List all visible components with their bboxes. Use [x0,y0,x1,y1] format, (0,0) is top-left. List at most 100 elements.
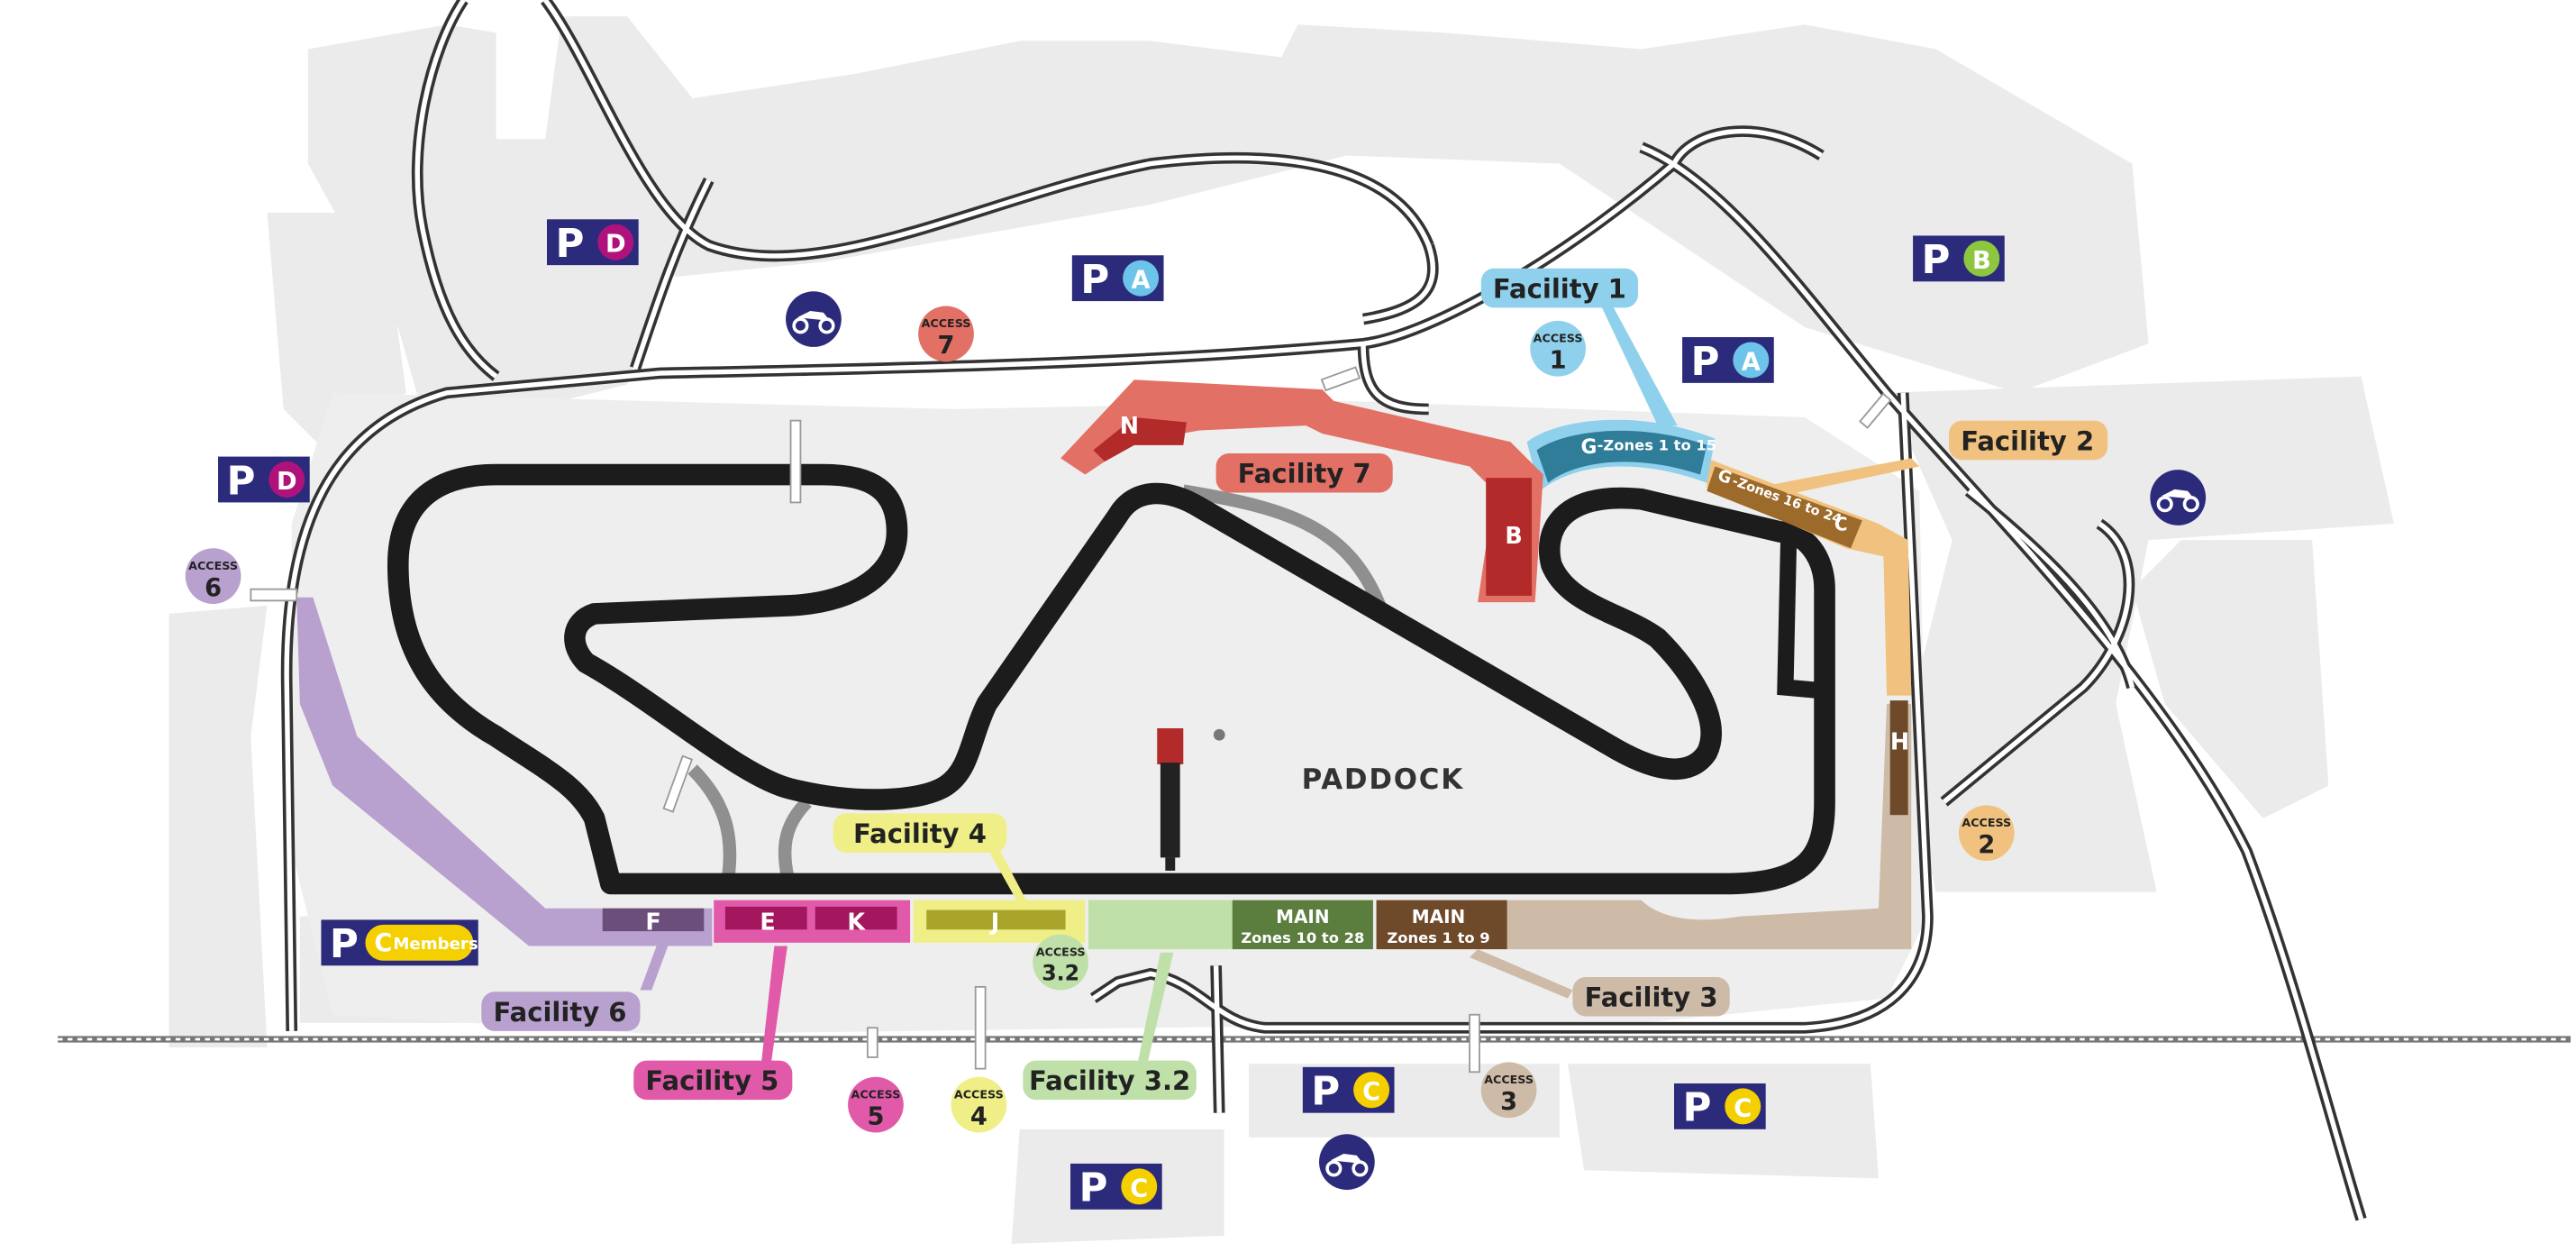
access-6[interactable]: ACCESS 6 [185,548,241,604]
svg-text:C: C [374,929,392,957]
svg-text:Facility 5: Facility 5 [645,1065,778,1096]
gate-markers [250,366,1892,1074]
stand-k: K [847,908,866,935]
stand-n: N [1120,412,1139,439]
facility-6-label[interactable]: Facility 6 [481,992,641,1031]
stand-j: J [989,908,999,935]
parking-d-1[interactable]: P D [546,219,639,267]
svg-text:P: P [1922,238,1951,283]
g-zones-1-sub: -Zones 1 to 15 [1597,436,1716,453]
stand-letters: F E K J N B H C [645,412,1909,935]
svg-text:ACCESS: ACCESS [1484,1073,1534,1086]
motorbike-icons [786,291,2207,1191]
svg-text:ACCESS: ACCESS [188,559,238,572]
svg-text:5: 5 [867,1102,884,1130]
svg-text:P: P [1311,1070,1340,1115]
access-7[interactable]: ACCESS 7 [918,306,974,362]
svg-text:A: A [1742,348,1761,376]
motorbike-parking-icon[interactable] [1318,1134,1375,1191]
parking-d-2[interactable]: P D [218,456,310,505]
svg-text:P: P [1080,258,1109,303]
svg-text:ACCESS: ACCESS [1962,816,2011,829]
svg-text:C: C [1362,1078,1380,1106]
facility-7-label[interactable]: Facility 7 [1215,452,1393,493]
svg-text:A: A [1132,267,1151,295]
svg-text:ACCESS: ACCESS [851,1087,901,1101]
main-stand-1-title: MAIN [1276,906,1329,928]
stand-c: C [1834,513,1848,535]
svg-text:P: P [555,222,584,267]
parking-c-members[interactable]: P C Members [321,919,478,967]
roads [280,0,2367,1221]
svg-text:3: 3 [1500,1088,1517,1116]
facility-4-label[interactable]: Facility 4 [833,813,1007,853]
track-chicane [1777,539,1823,699]
svg-text:Facility 3: Facility 3 [1585,982,1718,1013]
svg-text:P: P [1691,340,1720,385]
parking-b[interactable]: P B [1913,235,2005,283]
svg-text:1: 1 [1550,347,1567,375]
access-1[interactable]: ACCESS 1 [1530,320,1586,377]
access-markers: ACCESS 1 ACCESS 2 ACCESS 3 ACCESS 3.2 AC… [185,306,2015,1133]
parking-a-1[interactable]: P A [1071,255,1164,303]
svg-text:6: 6 [205,574,222,602]
parking-signs: P D P D P A P A P B [218,219,2005,1211]
parking-a-2[interactable]: P A [1682,337,1774,385]
svg-text:3.2: 3.2 [1042,961,1079,986]
facility-1-label[interactable]: Facility 1 [1480,268,1639,308]
ground-areas [168,16,2394,1244]
svg-text:Facility 3.2: Facility 3.2 [1029,1065,1190,1096]
svg-text:D: D [277,468,297,496]
main-stand-2-sub: Zones 1 to 9 [1387,929,1489,946]
svg-text:P: P [1079,1166,1107,1211]
access-3[interactable]: ACCESS 3 [1480,1062,1537,1119]
motorbike-parking-icon[interactable] [2150,470,2207,525]
svg-text:ACCESS: ACCESS [1534,331,1583,344]
svg-text:C: C [1130,1174,1148,1202]
facility-3-2-label[interactable]: Facility 3.2 [1023,1060,1197,1101]
facility-2-label[interactable]: Facility 2 [1949,420,2108,461]
stand-b: B [1505,522,1522,549]
access-3-2[interactable]: ACCESS 3.2 [1033,934,1088,991]
paddock-label: PADDOCK [1302,763,1464,796]
parking-c-1[interactable]: P C [1302,1066,1395,1115]
g-zones-2-label: G [1715,466,1734,489]
svg-text:7: 7 [938,332,955,360]
access-2[interactable]: ACCESS 2 [1958,805,2015,862]
zone-labels: G -Zones 1 to 15 G -Zones 16 to 24 MAIN … [1241,436,1843,946]
svg-text:Facility 4: Facility 4 [853,818,987,849]
parking-c-3[interactable]: P C [1070,1163,1162,1211]
svg-text:Facility 7: Facility 7 [1238,459,1371,489]
stand-areas [296,379,1912,950]
podium-tower-icon [1157,727,1184,871]
marker-dot [1213,728,1225,741]
stand-e: E [760,908,775,935]
pit-lanes [687,484,1386,877]
access-5[interactable]: ACCESS 5 [848,1076,904,1133]
facility-labels: Facility 1 Facility 2 Facility 3 Facilit… [481,268,2108,1101]
main-stand-1-sub: Zones 10 to 28 [1241,929,1364,946]
race-track [387,463,1835,895]
svg-text:C: C [1734,1094,1752,1122]
svg-text:2: 2 [1978,831,1995,859]
leader-lines [640,304,1920,1065]
main-stand-2-title: MAIN [1412,906,1465,928]
svg-text:ACCESS: ACCESS [1036,945,1086,958]
svg-text:P: P [226,459,255,504]
stand-f: F [645,908,660,935]
facility-5-label[interactable]: Facility 5 [633,1060,793,1101]
facility-3-label[interactable]: Facility 3 [1572,976,1730,1017]
svg-text:Facility 1: Facility 1 [1493,273,1626,304]
svg-text:Members: Members [393,935,478,954]
parking-c-2[interactable]: P C [1674,1083,1766,1131]
access-4[interactable]: ACCESS 4 [951,1076,1007,1133]
svg-text:P: P [330,922,359,967]
stand-h: H [1890,728,1909,755]
svg-text:B: B [1972,247,1991,275]
motorbike-parking-icon[interactable] [786,291,842,347]
g-zones-1-label: G [1581,436,1597,459]
svg-text:ACCESS: ACCESS [922,316,971,330]
svg-text:4: 4 [970,1102,988,1130]
svg-text:ACCESS: ACCESS [954,1087,1004,1101]
